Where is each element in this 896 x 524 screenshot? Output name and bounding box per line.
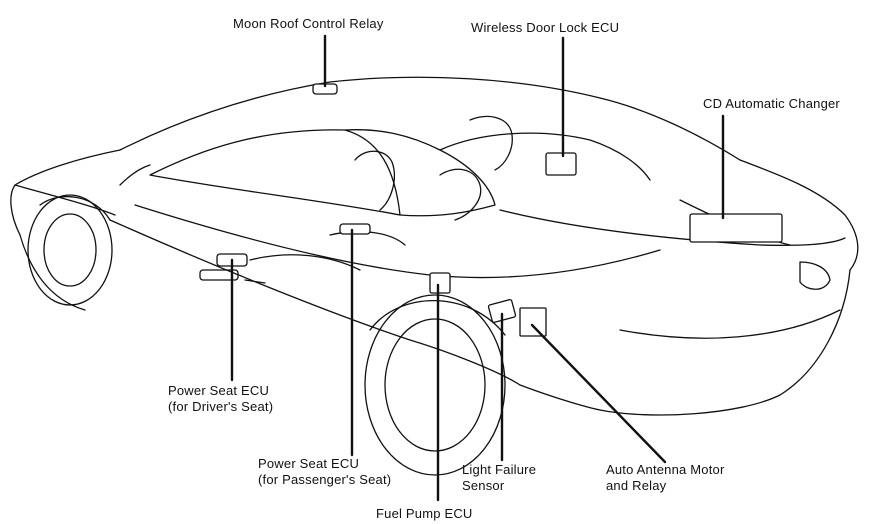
power-seat-passenger-box [339,223,371,235]
label-auto-antenna-motor: Auto Antenna Motor and Relay [606,462,725,493]
components [216,83,783,337]
leader-lines [230,34,725,502]
windows [119,129,651,217]
label-power-seat-passenger: Power Seat ECU (for Passenger's Seat) [258,456,392,487]
label-light-failure-sensor: Light Failure Sensor [462,462,537,493]
interior-seats [249,115,513,271]
label-cd-automatic-changer: CD Automatic Changer [703,96,840,111]
fuel-pump-ecu-box [429,272,451,294]
label-wireless-door-lock-ecu: Wireless Door Lock ECU [471,20,620,35]
label-moon-roof-relay: Moon Roof Control Relay [233,16,384,31]
rear-wheel [364,294,506,476]
cd-changer-box [689,213,783,243]
light-failure-sensor-box [487,299,517,323]
car-body [10,76,859,416]
label-power-seat-driver: Power Seat ECU (for Driver's Seat) [168,383,274,414]
wireless-door-lock-ecu-box [545,152,577,176]
front-wheel [27,194,113,306]
auto-antenna-relay-box [519,307,547,337]
label-fuel-pump-ecu: Fuel Pump ECU [376,506,473,521]
door-details [199,269,266,284]
